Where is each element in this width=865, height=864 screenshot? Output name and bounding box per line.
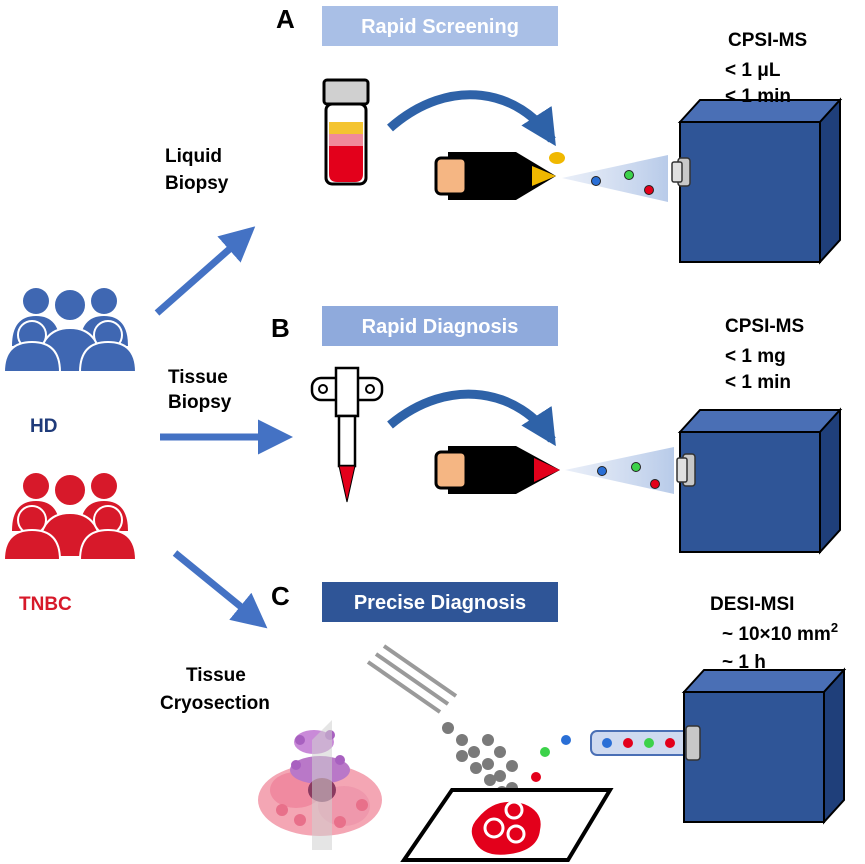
section-b-input-line2: Biopsy — [168, 392, 232, 413]
tnbc-label: TNBC — [19, 594, 72, 615]
mass-spec-c-icon — [681, 667, 847, 825]
section-b-letter: B — [271, 313, 290, 343]
section-a-input-line2: Biopsy — [165, 173, 229, 194]
section-b-spec2: < 1 min — [725, 372, 791, 393]
tissue-cells-icon — [258, 720, 382, 850]
mass-spec-b-icon — [676, 407, 843, 555]
section-a-title: Rapid Screening — [361, 16, 519, 38]
section-b-method: CPSI-MS — [725, 316, 804, 337]
section-b-input-line1: Tissue — [168, 367, 228, 388]
section-c-spec1: ~ 10×10 mm2 — [722, 620, 838, 645]
biopsy-needle-icon — [310, 366, 384, 503]
section-c-spec2: ~ 1 h — [722, 652, 766, 673]
mass-spec-a-icon — [671, 97, 843, 265]
section-c-input-line1: Tissue — [186, 665, 246, 686]
section-c-letter: C — [271, 581, 290, 611]
section-c-input-line2: Cryosection — [160, 693, 270, 714]
section-c-title-bar — [322, 582, 558, 622]
spray-plume-a — [562, 155, 668, 202]
hd-label: HD — [30, 416, 57, 437]
section-c-method: DESI-MSI — [710, 594, 794, 615]
ion-capillary-icon — [590, 730, 700, 756]
desi-sprayer-icon — [366, 644, 458, 714]
spray-plume-b — [565, 447, 674, 494]
tissue-section-icon — [471, 801, 541, 855]
section-a-letter: A — [276, 4, 295, 34]
spray-droplets — [442, 722, 518, 798]
transfer-arrow-a — [387, 90, 556, 147]
section-a-spec1: < 1 μL — [725, 60, 781, 81]
tnbc-people-icon — [2, 473, 138, 561]
hd-people-icon — [2, 288, 138, 373]
section-b-title: Rapid Diagnosis — [362, 316, 519, 338]
cpsi-probe-b-icon — [434, 446, 560, 494]
blood-vial-icon — [322, 78, 370, 186]
arrow-to-c — [172, 550, 268, 629]
section-a-title-bar — [322, 6, 558, 46]
section-b-spec1: < 1 mg — [725, 346, 786, 367]
section-a-input-line1: Liquid — [165, 146, 222, 167]
transfer-arrow-b — [387, 389, 556, 447]
section-b-title-bar — [322, 306, 558, 346]
arrow-to-a — [154, 226, 256, 316]
section-c-title: Precise Diagnosis — [354, 592, 526, 614]
section-a-method: CPSI-MS — [728, 30, 807, 51]
cpsi-probe-a-icon — [434, 152, 565, 200]
section-a-spec2: < 1 min — [725, 86, 791, 107]
